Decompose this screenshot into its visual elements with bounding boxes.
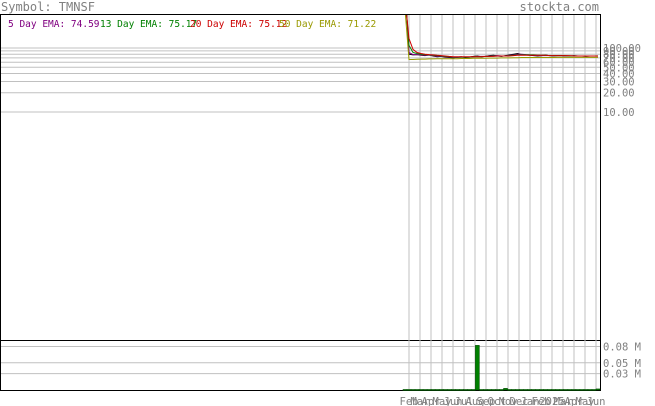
series-line-ema50 [404,15,598,60]
legend-ema13: 13 Day EMA: 75.17 [100,19,197,30]
volume-bar [555,389,561,391]
volume-bar [547,389,552,391]
x-tick-label: Feb [400,396,419,406]
volume-bar [446,389,452,391]
volume-bar [591,389,597,391]
volume-panel-frame [0,340,601,391]
volume-bar [539,389,544,391]
volume-bars [402,345,601,391]
volume-bar [531,389,536,391]
volume-bar [402,389,408,391]
grid [1,15,600,390]
x-tick-label: 2025 [539,396,564,406]
legend-ema5: 5 Day EMA: 74.59 [8,19,100,30]
x-tick-label: Mar [411,396,430,406]
volume-bar [551,389,557,391]
series-line-ema20 [406,15,598,58]
y-tick-labels: 100.0090.0080.0070.0060.0050.0040.0030.0… [603,43,641,119]
price-panel-frame [0,14,601,341]
volume-bar [523,389,528,391]
volume-bar [527,389,532,391]
x-tick-label: Jan [521,396,540,406]
y-tick-label: 70.00 [603,53,635,65]
volume-bar [483,389,488,391]
volume-bar [475,345,480,391]
y-tick-label: 80.00 [603,49,635,61]
volume-bar [543,389,548,391]
x-tick-label: Apr [565,396,584,406]
volume-tick-label: 0.03 M [603,369,641,381]
volume-bar [563,389,569,391]
volume-bar [575,389,581,391]
volume-bar [491,389,496,391]
volume-bar [434,389,440,391]
x-tick-label: Dec [510,396,529,406]
volume-bar [418,389,424,391]
x-tick-label: Sep [477,396,496,406]
volume-bar [499,389,504,391]
x-tick-label: May [433,396,452,406]
volume-tick-labels: 0.08 M 0.05 M0.03 M [603,341,641,380]
volume-bar [455,389,460,391]
volume-bar [467,389,472,391]
volume-bar [438,389,444,391]
volume-bar [583,389,589,391]
volume-bar [451,389,456,391]
x-tick-label: Oct [488,396,507,406]
volume-bar [519,389,524,391]
volume-bar [426,389,432,391]
volume-bar [503,388,508,391]
x-tick-label: Feb [532,396,551,406]
volume-bar [422,389,428,391]
x-tick-label: Jul [455,396,474,406]
y-tick-label: 90.00 [603,46,635,58]
y-tick-label: 100.00 [603,43,641,55]
volume-bar [567,389,573,391]
volume-tick-label: 0.05 M [603,358,641,370]
x-tick-label: Aug [466,396,485,406]
x-tick-label: May [576,396,595,406]
volume-bar [459,389,464,391]
volume-bar [442,389,448,391]
y-tick-label: 40.00 [603,68,635,80]
volume-bar [487,389,492,391]
x-tick-label: Jun [587,396,606,406]
volume-bar [430,389,436,391]
volume-bar [587,389,593,391]
y-tick-label: 10.00 [603,107,635,119]
volume-bar [535,389,540,391]
volume-bar [595,388,601,391]
volume-bar [515,389,520,391]
y-tick-label: 20.00 [603,88,635,100]
volume-bar [463,389,468,391]
x-tick-labels: FebMarAprMayJunJulAugSepOctNovDecJanFeb2… [400,396,606,406]
volume-bar [507,389,512,391]
volume-bar [471,389,476,391]
volume-bar [559,389,565,391]
series [404,15,599,60]
volume-bar [406,389,412,391]
volume-bar [479,389,484,391]
x-tick-label: Jun [444,396,463,406]
y-tick-label: 30.00 [603,76,635,88]
legend-ema50: 50 Day EMA: 71.22 [279,19,376,30]
x-tick-label: Nov [499,396,518,406]
brand-label: stockta.com [520,0,599,14]
symbol-label: Symbol: TMNSF [1,0,95,14]
volume-bar [410,389,416,391]
legend-ema20: 20 Day EMA: 75.12 [190,19,287,30]
volume-bar [579,389,585,391]
x-tick-label: Mar [554,396,573,406]
y-tick-label: 60.00 [603,57,635,69]
volume-tick-label: 0.08 M [603,341,641,353]
volume-bar [571,389,577,391]
volume-bar [511,389,516,391]
volume-bar [414,389,420,391]
x-tick-label: Apr [422,396,441,406]
volume-bar [495,389,500,391]
y-tick-label: 50.00 [603,62,635,74]
